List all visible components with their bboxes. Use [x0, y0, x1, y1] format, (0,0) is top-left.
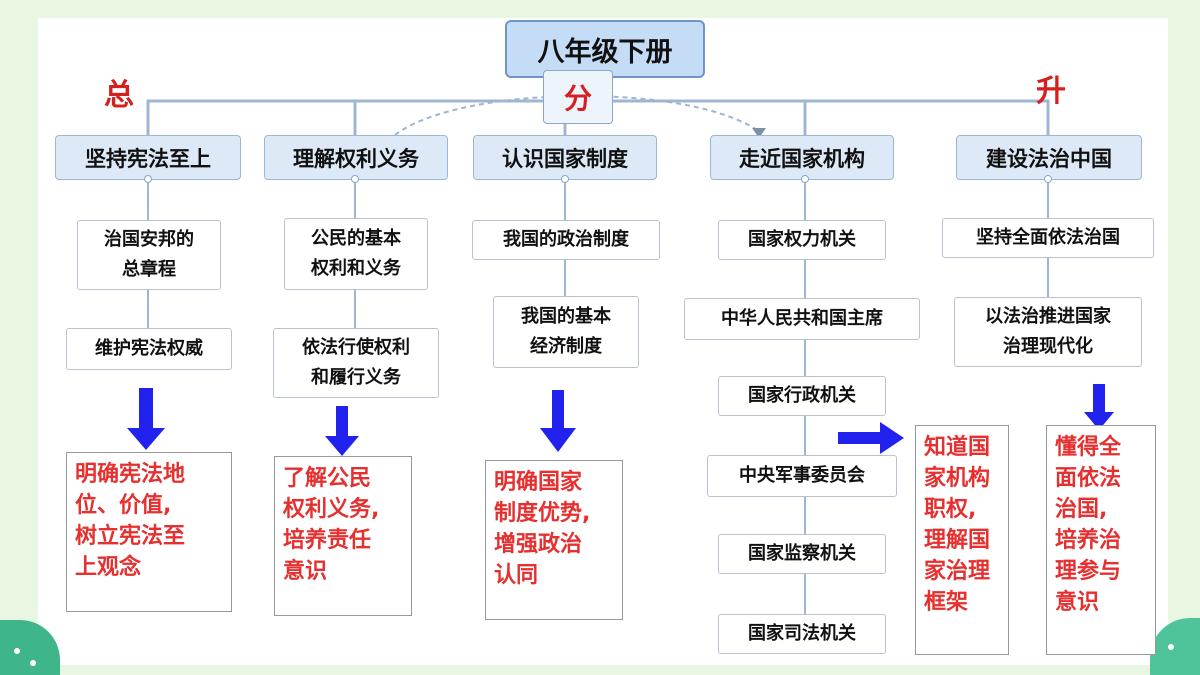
- zong-label: 总: [104, 78, 134, 113]
- column-head-constitution: 坚持宪法至上: [55, 135, 241, 180]
- node-economic-system: 我国的基本 经济制度: [493, 296, 639, 368]
- connector-knob: [1044, 175, 1052, 183]
- column-head-institutions: 走近国家机构: [710, 135, 894, 180]
- node-exercise-rights: 依法行使权利 和履行义务: [273, 328, 439, 398]
- column-head-system: 认识国家制度: [473, 135, 657, 180]
- connector-knob: [801, 175, 809, 183]
- node-rule-of-law: 坚持全面依法治国: [942, 218, 1154, 258]
- decorative-dot: [30, 660, 36, 666]
- decorative-dot: [1168, 644, 1174, 650]
- result-box-rule-of-law: 懂得全 面依法 治国, 培养治 理参与 意识: [1046, 425, 1156, 655]
- node-judicial-organ: 国家司法机关: [718, 614, 886, 654]
- fen-label: 分: [543, 70, 613, 124]
- node-political-system: 我国的政治制度: [472, 220, 660, 260]
- result-box-system: 明确国家 制度优势, 增强政治 认同: [485, 460, 623, 620]
- decorative-dot: [14, 648, 20, 654]
- sheng-label: 升: [1036, 74, 1066, 109]
- result-box-rights: 了解公民 权利义务, 培养责任 意识: [274, 456, 412, 616]
- node-supervisory-organ: 国家监察机关: [718, 534, 886, 574]
- node-uphold-authority: 维护宪法权威: [66, 328, 232, 370]
- result-box-institutions: 知道国 家机构 职权, 理解国 家治理 框架: [915, 425, 1009, 655]
- node-president: 中华人民共和国主席: [684, 298, 920, 340]
- node-military-commission: 中央军事委员会: [707, 455, 897, 497]
- node-administrative-organ: 国家行政机关: [718, 376, 886, 416]
- node-modernization: 以法治推进国家 治理现代化: [954, 297, 1142, 367]
- node-power-organ: 国家权力机关: [718, 220, 886, 260]
- result-box-constitution: 明确宪法地 位、价值, 树立宪法至 上观念: [66, 452, 232, 612]
- title-box: 八年级下册: [505, 20, 705, 78]
- connector-knob: [351, 175, 359, 183]
- column-head-rule-of-law: 建设法治中国: [956, 135, 1142, 180]
- connector-knob: [144, 175, 152, 183]
- node-charter: 治国安邦的 总章程: [77, 220, 221, 290]
- connector-knob: [561, 175, 569, 183]
- column-head-rights: 理解权利义务: [264, 135, 448, 180]
- node-basic-rights: 公民的基本 权利和义务: [284, 218, 428, 290]
